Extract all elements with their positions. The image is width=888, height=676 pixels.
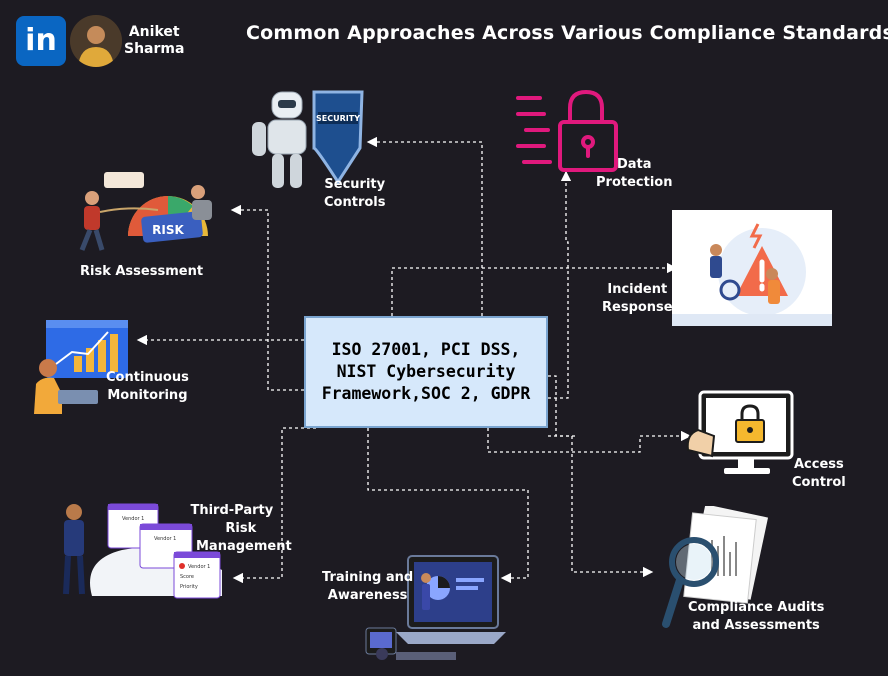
vendor-card-text: Vendor 1 bbox=[188, 564, 210, 570]
label-line: Risk bbox=[225, 521, 257, 536]
security-robot-icon: SECURITY bbox=[252, 90, 364, 188]
vendor-cards-icon: Vendor 1 Vendor 1 Vendor 1 Score Priorit… bbox=[63, 503, 222, 599]
label-audits: Compliance Audits and Assessments bbox=[688, 599, 824, 635]
label-security-controls: Security Controls bbox=[324, 176, 385, 212]
vendor-score-text: Score bbox=[180, 574, 194, 580]
label-line: Compliance Audits bbox=[688, 600, 825, 615]
center-standards-box: ISO 27001, PCI DSS, NIST Cybersecurity F… bbox=[304, 316, 548, 428]
risk-gauge-icon: RISK bbox=[79, 172, 212, 251]
label-line: Security bbox=[324, 177, 386, 192]
label-line: Protection bbox=[596, 175, 673, 190]
audit-magnifier-icon bbox=[662, 506, 769, 628]
label-data-protection: Data Protection bbox=[596, 156, 672, 192]
risk-sign-text: RISK bbox=[152, 223, 184, 237]
incident-illustration bbox=[672, 210, 832, 326]
connector-security bbox=[366, 136, 483, 316]
vendor-priority-text: Priority bbox=[180, 584, 198, 590]
label-line: Control bbox=[792, 475, 846, 490]
connector-thirdparty bbox=[232, 427, 316, 584]
author-name: Aniket Sharma bbox=[124, 24, 184, 58]
label-line: Response bbox=[602, 300, 673, 315]
label-line: Continuous bbox=[106, 370, 189, 385]
label-line: Incident bbox=[607, 282, 668, 297]
connector-data bbox=[548, 170, 572, 399]
author-last-name: Sharma bbox=[124, 41, 185, 57]
label-line: Awareness bbox=[327, 588, 408, 603]
label-training: Training and Awareness bbox=[322, 569, 413, 605]
label-access-control: Access Control bbox=[792, 456, 846, 492]
padlock-icon bbox=[516, 89, 618, 172]
center-standards-text: ISO 27001, PCI DSS, NIST Cybersecurity F… bbox=[321, 340, 531, 403]
label-line: and Assessments bbox=[692, 618, 820, 633]
label-incident-response: Incident Response bbox=[602, 281, 673, 317]
monitoring-chart-icon bbox=[34, 320, 128, 414]
page-title: Common Approaches Across Various Complia… bbox=[246, 22, 888, 44]
label-line: Training and bbox=[322, 570, 414, 585]
connector-audits bbox=[548, 375, 654, 578]
avatar bbox=[70, 15, 122, 67]
label-risk-assessment: Risk Assessment bbox=[80, 263, 203, 281]
connector-access bbox=[487, 428, 692, 453]
label-line: Risk Assessment bbox=[80, 264, 204, 279]
label-line: Controls bbox=[324, 195, 386, 210]
vendor-card-text: Vendor 1 bbox=[154, 536, 176, 542]
training-laptop-icon bbox=[365, 555, 506, 660]
connector-incident bbox=[391, 262, 678, 316]
author-first-name: Aniket bbox=[128, 24, 180, 40]
label-line: Monitoring bbox=[107, 388, 188, 403]
access-lock-monitor-icon bbox=[686, 390, 794, 474]
label-third-party: Third-Party Risk Management bbox=[172, 502, 292, 556]
label-continuous-monitoring: Continuous Monitoring bbox=[106, 369, 189, 405]
linkedin-logo[interactable]: in bbox=[16, 16, 66, 66]
security-badge-text: SECURITY bbox=[316, 114, 360, 123]
label-line: Access bbox=[793, 457, 844, 472]
label-line: Data bbox=[616, 157, 652, 172]
connector-risk bbox=[230, 204, 304, 391]
connector-training bbox=[367, 428, 529, 584]
label-line: Third-Party bbox=[190, 503, 274, 518]
warning-icon bbox=[672, 223, 832, 326]
label-line: Management bbox=[196, 539, 292, 554]
vendor-card-text: Vendor 1 bbox=[122, 516, 144, 522]
